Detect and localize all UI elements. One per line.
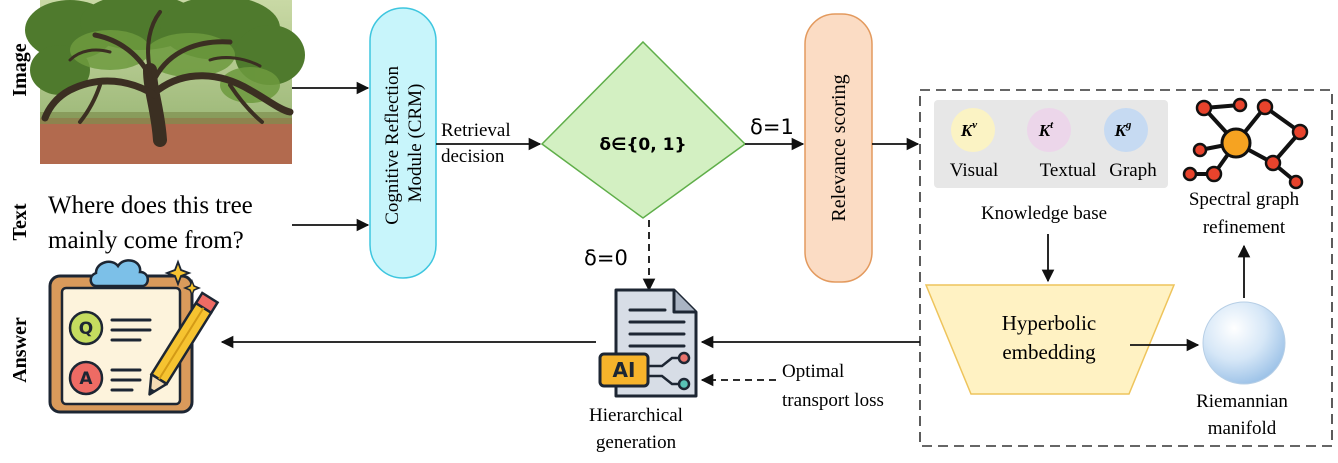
optimal-line-1: Optimal xyxy=(782,361,844,382)
decision-diamond xyxy=(540,40,747,219)
answer-clipboard-icon: Q A xyxy=(48,259,220,414)
spectral-line-1: Spectral graph xyxy=(1189,189,1300,210)
generation-line-1: Hierarchical xyxy=(589,405,683,426)
generation-line-2: generation xyxy=(596,432,677,453)
kb-item-textual: Kt Textual xyxy=(1027,108,1096,181)
riemannian-sphere xyxy=(1202,301,1286,385)
question-line-2: mainly come from? xyxy=(48,227,244,254)
answer-label: Answer xyxy=(9,317,31,383)
answer-icon-a: A xyxy=(79,369,93,389)
optimal-line-2: transport loss xyxy=(782,390,884,411)
text-label: Text xyxy=(9,203,31,240)
riemannian-line-1: Riemannian xyxy=(1196,391,1288,412)
kb-visual-symbol: Kv xyxy=(960,119,977,140)
question-line-1: Where does this tree xyxy=(48,192,253,219)
kb-graph-label: Graph xyxy=(1109,160,1157,181)
spectral-line-2: refinement xyxy=(1203,217,1286,238)
spectral-graph-icon xyxy=(1182,97,1309,190)
kb-visual-label: Visual xyxy=(950,160,998,181)
retrieval-line-1: Retrieval xyxy=(441,120,511,141)
kb-item-visual: Kv Visual xyxy=(950,108,998,181)
ai-badge-text: AI xyxy=(613,358,636,382)
ai-document-icon: AI xyxy=(598,288,698,398)
kb-visual-circle xyxy=(951,108,995,152)
branch-zero-label: δ=0 xyxy=(584,246,628,270)
branch-one-label: δ=1 xyxy=(750,115,794,139)
kb-textual-circle xyxy=(1027,108,1071,152)
image-label: Image xyxy=(9,43,31,96)
kb-item-graph: Kg Graph xyxy=(1104,108,1157,181)
crm-label: Cognitive Reflection Module (CRM) xyxy=(382,61,426,225)
tree-image xyxy=(25,0,305,164)
answer-icon-q: Q xyxy=(79,319,93,339)
crm-module xyxy=(369,7,437,279)
retrieval-line-2: decision xyxy=(441,146,505,167)
knowledge-base-title: Knowledge base xyxy=(981,203,1107,224)
kb-graph-symbol: Kg xyxy=(1114,119,1132,140)
kb-textual-symbol: Kt xyxy=(1038,119,1054,140)
kb-graph-circle xyxy=(1104,108,1148,152)
kb-textual-label: Textual xyxy=(1040,160,1097,181)
riemannian-line-2: manifold xyxy=(1208,418,1277,439)
hyperbolic-line-1: Hyperbolic xyxy=(1002,311,1096,335)
crm-label-line-1: Cognitive Reflection xyxy=(382,65,403,224)
hyperbolic-embedding-shape xyxy=(924,284,1176,395)
crm-label-line-2: Module (CRM) xyxy=(405,84,426,203)
hyperbolic-line-2: embedding xyxy=(1002,340,1096,364)
relevance-module xyxy=(804,13,873,283)
decision-label: δ∈{0, 1} xyxy=(599,135,686,155)
relevance-label: Relevance scoring xyxy=(828,74,850,221)
